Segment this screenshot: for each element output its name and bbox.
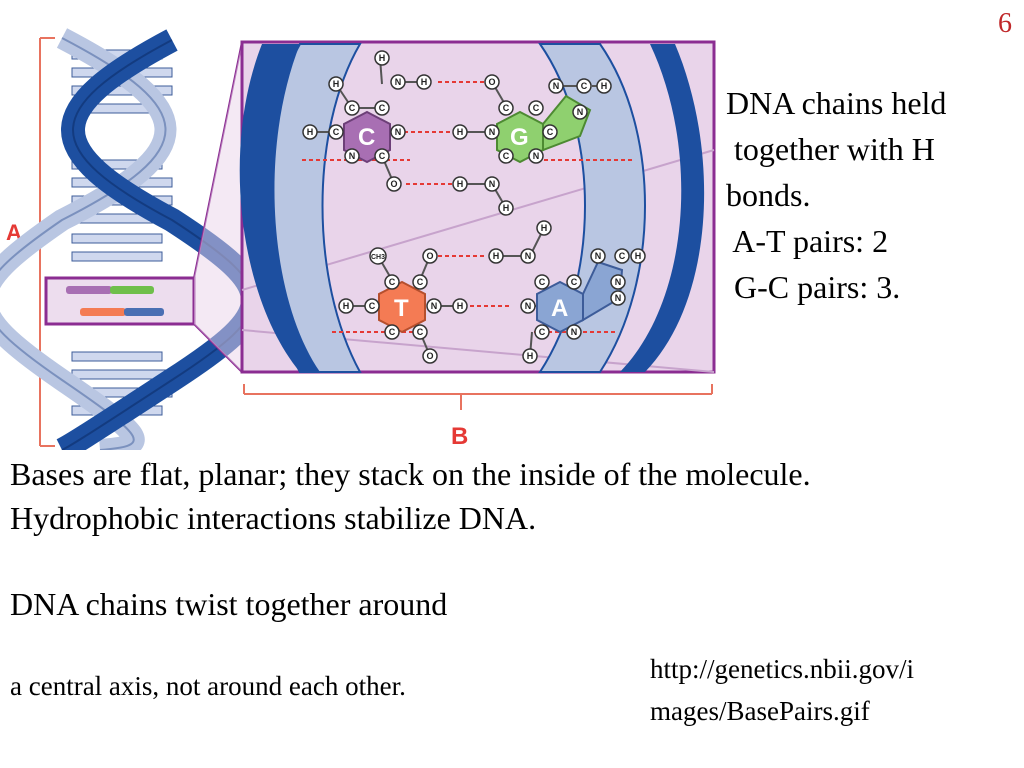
source-url: http://genetics.nbii.gov/i mages/BasePair… <box>650 648 914 732</box>
svg-text:C: C <box>349 103 356 113</box>
svg-text:C: C <box>333 127 340 137</box>
svg-text:C: C <box>369 301 376 311</box>
svg-text:H: H <box>307 127 314 137</box>
svg-text:H: H <box>541 223 548 233</box>
svg-text:O: O <box>426 251 433 261</box>
svg-text:H: H <box>493 251 500 261</box>
side-note: DNA chains held together with H bonds. A-… <box>726 80 946 310</box>
bracket-b <box>243 384 713 410</box>
svg-text:N: N <box>533 151 540 161</box>
base-adenine: A <box>536 260 624 334</box>
svg-text:N: N <box>577 107 584 117</box>
svg-text:C: C <box>539 277 546 287</box>
svg-text:H: H <box>601 81 608 91</box>
base-g-label: G <box>510 124 529 151</box>
svg-text:H: H <box>421 77 428 87</box>
zoom-selection <box>44 41 243 373</box>
source-url-line-1: http://genetics.nbii.gov/i <box>650 654 914 684</box>
slide-number: 6 <box>998 8 1012 39</box>
svg-text:H: H <box>379 53 386 63</box>
body-paragraph-3: a central axis, not around each other. <box>10 671 406 701</box>
svg-text:C: C <box>379 151 386 161</box>
svg-text:H: H <box>333 79 340 89</box>
svg-text:H: H <box>635 251 642 261</box>
svg-text:C: C <box>539 327 546 337</box>
svg-text:C: C <box>417 277 424 287</box>
body-paragraph-1: Bases are flat, planar; they stack on th… <box>10 456 811 536</box>
side-note-line-1: DNA chains held <box>726 85 947 121</box>
svg-text:O: O <box>390 179 397 189</box>
base-thymine: T <box>378 280 426 334</box>
svg-text:N: N <box>349 151 356 161</box>
svg-text:N: N <box>571 327 578 337</box>
svg-text:H: H <box>343 301 350 311</box>
svg-text:C: C <box>547 127 554 137</box>
svg-text:N: N <box>595 251 602 261</box>
svg-text:O: O <box>488 77 495 87</box>
svg-text:H: H <box>527 351 534 361</box>
svg-text:N: N <box>431 301 438 311</box>
svg-text:C: C <box>581 81 588 91</box>
svg-text:C: C <box>389 277 396 287</box>
svg-text:H: H <box>457 301 464 311</box>
base-a-label: A <box>551 295 568 322</box>
base-c-label: C <box>358 124 375 151</box>
svg-text:C: C <box>533 103 540 113</box>
side-note-line-4: A-T pairs: 2 <box>726 223 889 259</box>
svg-text:C: C <box>503 151 510 161</box>
svg-text:C: C <box>503 103 510 113</box>
svg-text:C: C <box>379 103 386 113</box>
svg-text:N: N <box>489 179 496 189</box>
svg-text:O: O <box>426 351 433 361</box>
svg-text:N: N <box>553 81 560 91</box>
svg-text:C: C <box>389 327 396 337</box>
svg-text:N: N <box>395 77 402 87</box>
side-note-line-2: together with H <box>726 131 935 167</box>
base-pair-panel <box>239 40 716 374</box>
atom-labels: H H N H C C H C N N C O O N C H C C N H … <box>307 53 642 361</box>
dna-base-pair-diagram: A <box>0 28 716 450</box>
svg-text:H: H <box>457 179 464 189</box>
svg-text:C: C <box>571 277 578 287</box>
svg-text:C: C <box>619 251 626 261</box>
svg-text:N: N <box>615 293 622 303</box>
base-t-label: T <box>394 295 409 322</box>
label-b: B <box>451 423 468 450</box>
svg-text:N: N <box>525 301 532 311</box>
side-note-line-5: G-C pairs: 3. <box>726 269 901 305</box>
body-paragraph-2: DNA chains twist together around <box>10 586 448 622</box>
svg-text:H: H <box>457 127 464 137</box>
side-note-line-3: bonds. <box>726 177 811 213</box>
svg-text:C: C <box>417 327 424 337</box>
svg-text:N: N <box>489 127 496 137</box>
svg-text:N: N <box>395 127 402 137</box>
svg-text:N: N <box>525 251 532 261</box>
svg-text:CH3: CH3 <box>371 254 385 261</box>
svg-text:N: N <box>615 277 622 287</box>
source-url-line-2: mages/BasePairs.gif <box>650 696 870 726</box>
svg-text:H: H <box>503 203 510 213</box>
